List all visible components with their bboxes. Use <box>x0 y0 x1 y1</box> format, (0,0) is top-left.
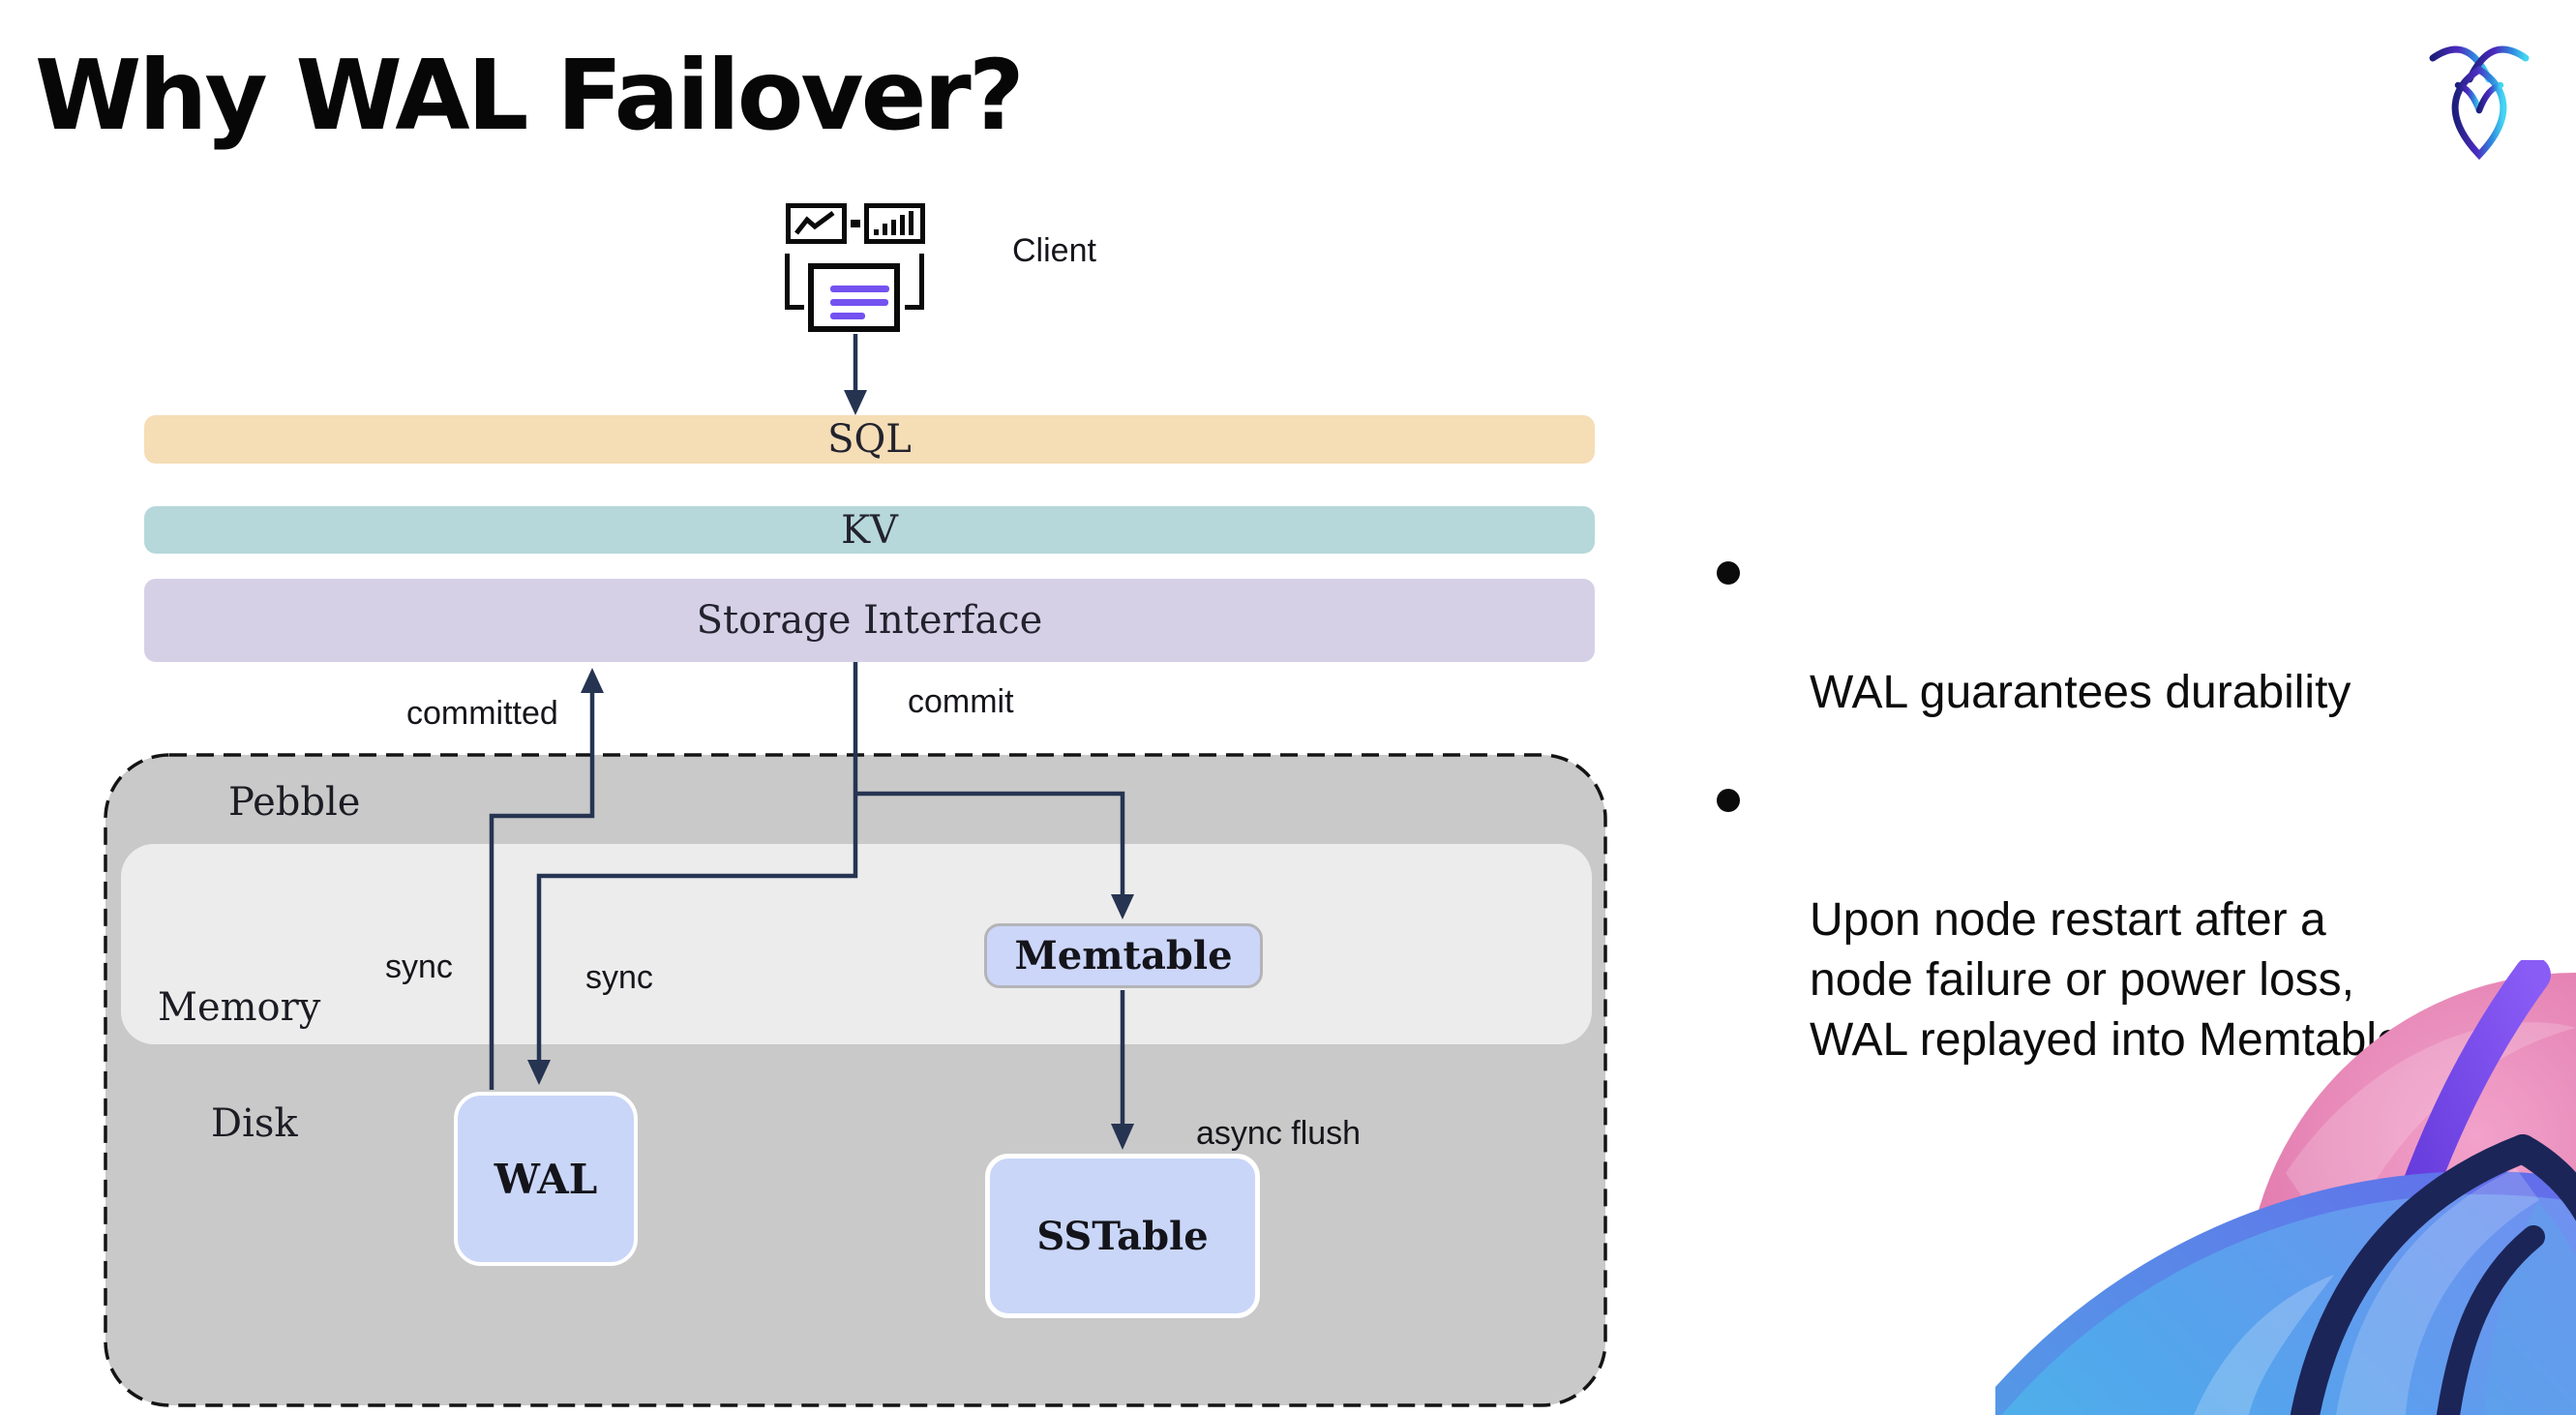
edge-label-async-flush: async flush <box>1196 1115 1362 1152</box>
edge-label-commit: commit <box>908 683 1014 720</box>
bracket-right-icon <box>905 254 924 310</box>
layer-storage-interface: Storage Interface <box>144 579 1595 662</box>
bullet-text: WAL guarantees durability <box>1810 667 2351 718</box>
edge-label-sync-left: sync <box>385 948 453 985</box>
document-icon <box>808 263 900 332</box>
edge-label-committed: committed <box>406 695 558 732</box>
layer-sql-label: SQL <box>827 417 912 462</box>
node-sstable-label: SSTable <box>1036 1213 1209 1259</box>
edge-label-sync-right: sync <box>585 959 653 996</box>
node-memtable-label: Memtable <box>1014 933 1233 978</box>
dash-icon <box>851 220 860 227</box>
bullet-dot-icon <box>1717 789 1740 812</box>
bullet-dot-icon <box>1717 561 1740 585</box>
node-memtable: Memtable <box>984 923 1263 988</box>
bullet-list: WAL guarantees durability Upon node rest… <box>1699 543 2522 1070</box>
decorative-gradient-blob <box>1995 960 2576 1415</box>
layer-kv-label: KV <box>841 507 898 553</box>
layer-storage-label: Storage Interface <box>696 598 1043 643</box>
cockroachdb-logo-icon <box>2429 45 2530 161</box>
node-wal: WAL <box>454 1092 638 1266</box>
layer-kv: KV <box>144 506 1595 554</box>
layer-sql: SQL <box>144 415 1595 464</box>
node-sstable: SSTable <box>985 1154 1260 1318</box>
memory-band <box>121 844 1592 1044</box>
list-item: Upon node restart after a node failure o… <box>1699 770 2522 1070</box>
pebble-label: Pebble <box>228 780 361 825</box>
line-chart-icon <box>786 203 847 244</box>
bracket-left-icon <box>785 254 804 310</box>
bar-chart-icon <box>864 203 925 244</box>
bullet-text: Upon node restart after a node failure o… <box>1810 894 2403 1066</box>
memory-label: Memory <box>158 985 321 1030</box>
list-item: WAL guarantees durability <box>1699 543 2522 723</box>
node-wal-label: WAL <box>494 1155 598 1203</box>
page-title: Why WAL Failover? <box>35 39 1025 152</box>
client-label: Client <box>1012 232 1096 269</box>
disk-label: Disk <box>211 1101 298 1146</box>
